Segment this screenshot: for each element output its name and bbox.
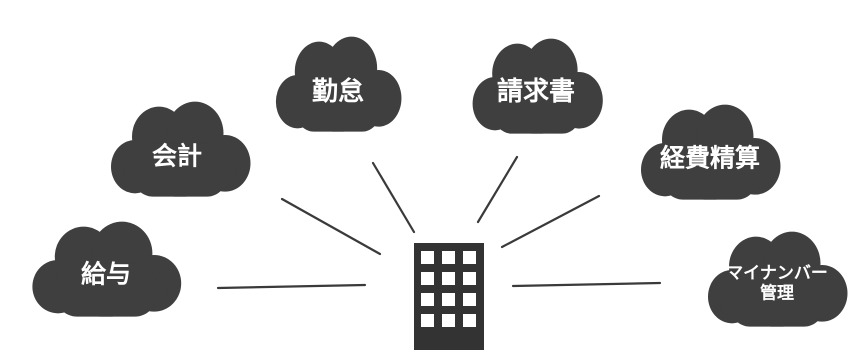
clouds bbox=[32, 36, 848, 327]
cloud-label-mynumber-kanri: マイナンバー 管理 bbox=[726, 264, 828, 303]
connector-lines bbox=[216, 155, 662, 290]
office-building-icon bbox=[414, 243, 484, 350]
cloud-label-line: 管理 bbox=[759, 283, 794, 303]
cloud-label-line: 請求書 bbox=[496, 77, 576, 108]
cloud-shape-seikyusho bbox=[472, 38, 603, 134]
connector-line bbox=[511, 281, 662, 288]
cloud-label-keihi-seisan: 経費精算 bbox=[659, 143, 761, 174]
cloud-shape-kaikei bbox=[111, 101, 251, 197]
connector-line bbox=[216, 283, 367, 290]
cloud-shape-kintai bbox=[275, 36, 402, 132]
cloud-label-kintai: 勤怠 bbox=[311, 77, 365, 108]
cloud-label-kaikei: 会計 bbox=[151, 141, 203, 172]
cloud-label-line: 会計 bbox=[151, 141, 203, 171]
cloud-label-line: 経費精算 bbox=[659, 143, 761, 173]
cloud-label-seikyusho: 請求書 bbox=[496, 77, 576, 108]
connector-line bbox=[500, 194, 601, 249]
connector-line bbox=[476, 155, 519, 224]
cloud-label-line: マイナンバー bbox=[726, 263, 828, 284]
connector-line bbox=[371, 161, 416, 234]
connector-line bbox=[280, 197, 382, 256]
cloud-label-line: 勤怠 bbox=[311, 77, 365, 108]
cloud-label-kyuyo: 給与 bbox=[80, 259, 132, 290]
cloud-shape-mynumber-kanri bbox=[708, 231, 848, 327]
cloud-label-line: 給与 bbox=[80, 259, 132, 289]
cloud-shape-keihi-seisan bbox=[641, 104, 781, 200]
cloud-shape-kyuyo bbox=[32, 221, 182, 317]
